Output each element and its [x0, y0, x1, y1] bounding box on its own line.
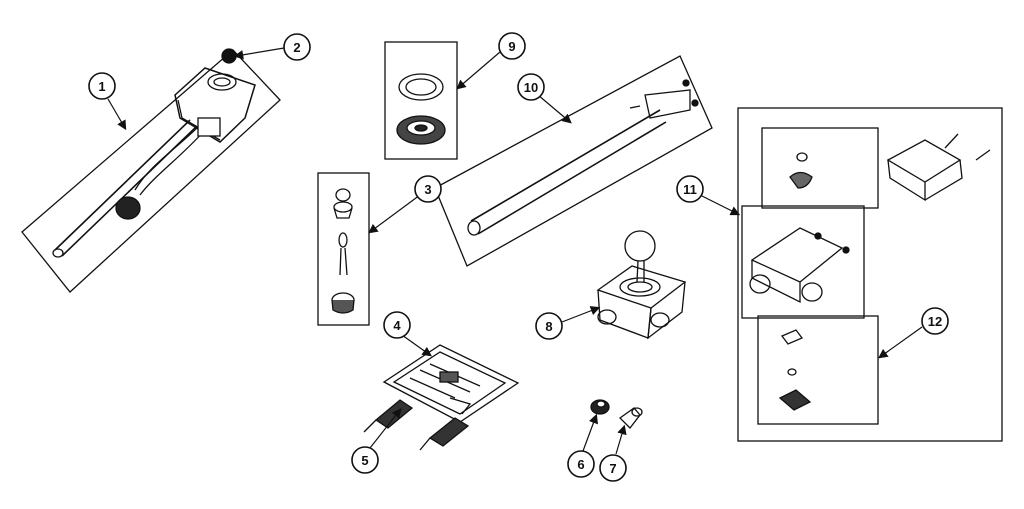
callout-2: 2 [283, 33, 311, 61]
callout-12-label: 12 [928, 314, 942, 329]
leader-4 [401, 334, 432, 357]
leader-1 [107, 98, 127, 131]
part-2-knob-icon [221, 48, 237, 64]
part-3-outline-box [317, 172, 370, 326]
callout-8-label: 8 [545, 319, 552, 334]
part-4-circuit-board [382, 344, 520, 423]
callout-4: 4 [383, 311, 411, 339]
callout-10-label: 10 [524, 80, 538, 95]
leader-lines [107, 47, 923, 455]
part-8-joystick [596, 230, 687, 340]
part-11-mount-kit [737, 107, 1003, 442]
part-7-knob [618, 407, 643, 429]
callout-6: 6 [567, 450, 595, 478]
part-3-bushing-kit [317, 172, 370, 326]
callout-1: 1 [88, 72, 116, 100]
part-10-tube-assembly [434, 55, 713, 267]
callout-4-label: 4 [393, 318, 401, 333]
part-1-handle-assembly [21, 48, 281, 293]
part-9-outline-box [384, 41, 458, 160]
leader-5 [369, 408, 402, 449]
leader-11 [699, 194, 741, 216]
leader-8 [561, 306, 601, 323]
leader-9 [456, 51, 501, 90]
part-9-grommet-kit [384, 41, 458, 160]
callout-12: 12 [921, 307, 949, 335]
callout-5: 5 [351, 446, 379, 474]
callout-7: 7 [599, 454, 627, 482]
part-5-connector [363, 399, 470, 451]
callout-2-label: 2 [293, 40, 300, 55]
callout-3: 3 [414, 175, 442, 203]
callout-10: 10 [517, 73, 545, 101]
callout-11-label: 11 [683, 182, 697, 197]
callout-9-label: 9 [508, 39, 515, 54]
callout-7-label: 7 [609, 461, 616, 476]
callout-5-label: 5 [361, 453, 368, 468]
part-11-outline-box [737, 107, 1003, 442]
callout-6-label: 6 [577, 457, 584, 472]
callout-1-label: 1 [98, 79, 105, 94]
leader-10 [537, 94, 572, 124]
leader-7 [615, 424, 627, 455]
part-1-outline-box [21, 49, 281, 293]
part-10-outline-box [434, 55, 713, 267]
part-6-nut [590, 399, 610, 415]
callout-9: 9 [498, 32, 526, 60]
leader-12 [878, 326, 923, 359]
callouts: 1 2 3 4 5 6 7 8 [88, 32, 949, 482]
leader-2 [233, 47, 285, 60]
callout-3-label: 3 [424, 182, 431, 197]
callout-8: 8 [535, 312, 563, 340]
callout-11: 11 [676, 175, 704, 203]
leader-6 [582, 413, 598, 452]
leader-3 [368, 194, 421, 234]
